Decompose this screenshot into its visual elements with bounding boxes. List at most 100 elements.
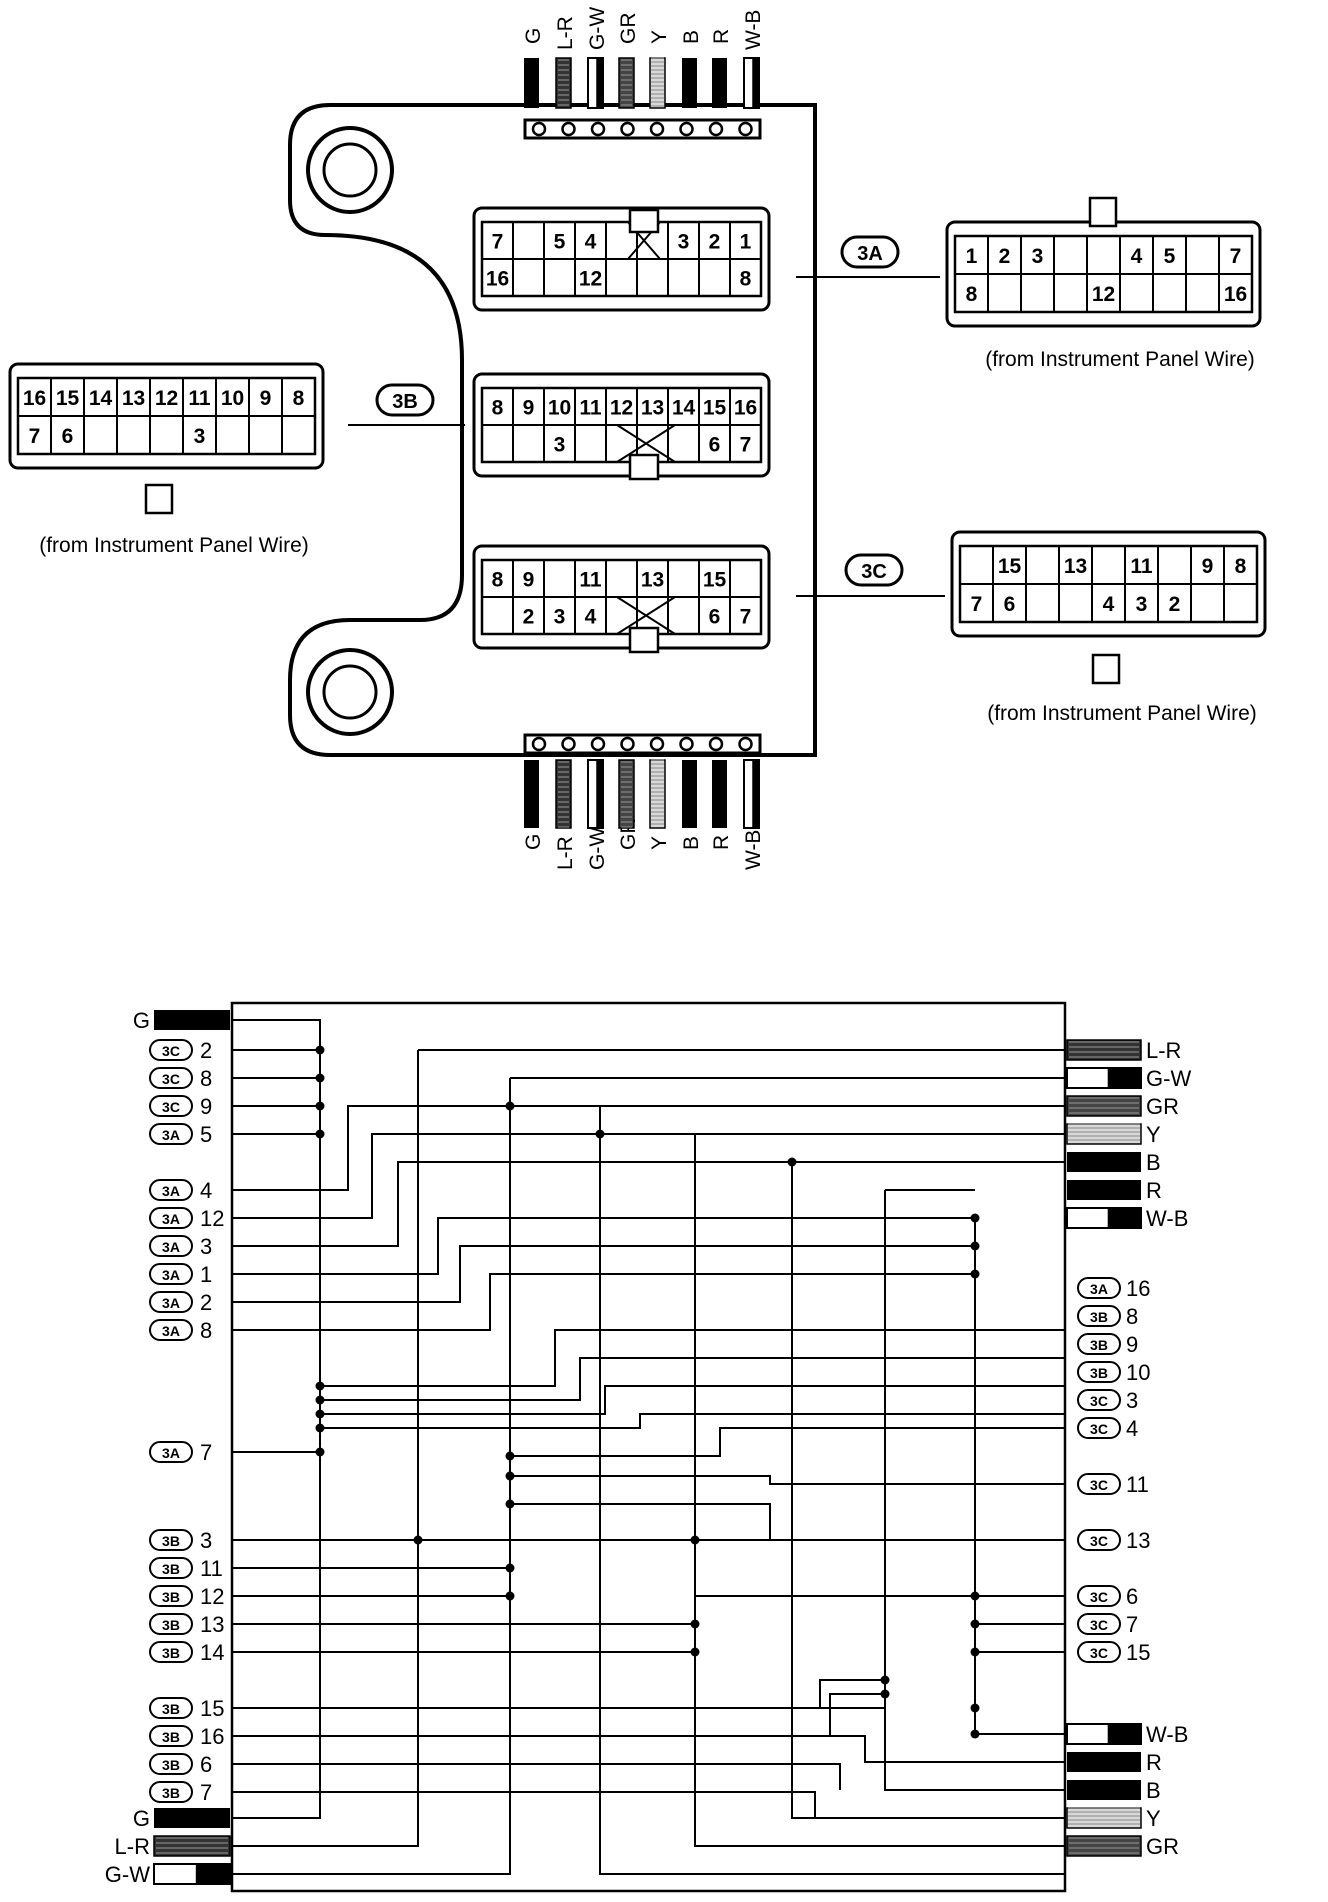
schematic-wire-9 xyxy=(232,1217,975,1275)
right-wire-l-r-0 xyxy=(1066,1039,1142,1061)
block-connector-3c-pin-11: 11 xyxy=(579,569,602,592)
bottom-wire-bundle-gr xyxy=(618,759,635,829)
top-wire-label-b: B xyxy=(680,30,703,44)
svg-text:6: 6 xyxy=(200,1752,212,1777)
tag-3b: 3B xyxy=(375,383,435,417)
junction-dot-28 xyxy=(970,1729,980,1739)
svg-text:3B: 3B xyxy=(162,1729,180,1745)
junction-dot-6 xyxy=(315,1409,325,1419)
left-wire-g-w-23 xyxy=(153,1863,231,1885)
top-terminal-rail xyxy=(523,118,762,140)
svg-text:14: 14 xyxy=(200,1640,224,1665)
plug-connector-3c-pin-3: 3 xyxy=(1136,593,1148,616)
schematic-wire-26 xyxy=(510,1427,1065,1457)
bottom-wire-bundle-r xyxy=(712,760,727,828)
junction-dot-1 xyxy=(315,1073,325,1083)
svg-text:3: 3 xyxy=(200,1528,212,1553)
svg-text:15: 15 xyxy=(1126,1640,1150,1665)
schematic-wire-28 xyxy=(510,1503,1065,1541)
schematic-wire-11 xyxy=(232,1273,975,1331)
svg-text:3B: 3B xyxy=(162,1533,180,1549)
right-wire-r-19 xyxy=(1067,1752,1141,1772)
svg-text:3A: 3A xyxy=(1090,1281,1108,1297)
svg-text:3C: 3C xyxy=(1090,1393,1108,1409)
plug-connector-3a-pin-4: 4 xyxy=(1131,245,1143,268)
junction-dot-20 xyxy=(787,1157,797,1167)
svg-text:3A: 3A xyxy=(162,1239,180,1255)
note-plug-3c: (from Instrument Panel Wire) xyxy=(987,702,1257,725)
svg-text:G: G xyxy=(133,1008,150,1033)
plug-connector-3c-pin-11: 11 xyxy=(1130,555,1153,578)
block-connector-3c-pin-2: 2 xyxy=(523,606,535,629)
bottom-wire-bundle-b xyxy=(682,760,697,828)
plug-connector-3c-pin-6: 6 xyxy=(1004,593,1016,616)
block-connector-3a-pin-1: 1 xyxy=(740,231,752,254)
plug-connector-3c-pin-4: 4 xyxy=(1103,593,1115,616)
svg-text:9: 9 xyxy=(1126,1332,1138,1357)
plug-connector-3b-pin-8: 8 xyxy=(293,387,305,410)
schematic-wire-38 xyxy=(232,1735,1065,1763)
left-terminal-3b-3: 3B 3 xyxy=(149,1528,212,1553)
right-wire-y-21 xyxy=(1066,1807,1142,1829)
schematic-wire-40 xyxy=(232,1791,816,1818)
left-wire-g-0 xyxy=(154,1010,230,1030)
block-connector-3b-pin-11: 11 xyxy=(579,397,602,420)
top-wire-label-y: Y xyxy=(648,30,671,44)
svg-text:GR: GR xyxy=(1146,1094,1179,1119)
right-wire-b-4 xyxy=(1067,1152,1141,1172)
block-connector-3a-pin-5: 5 xyxy=(554,231,566,254)
top-wire-bundle-g-w xyxy=(587,57,604,109)
svg-text:3B: 3B xyxy=(162,1701,180,1717)
block-connector-3b-pin-3: 3 xyxy=(554,434,566,457)
tag-3a: 3A xyxy=(840,235,900,269)
block-connector-3a-pin-2: 2 xyxy=(709,231,721,254)
svg-text:R: R xyxy=(1146,1750,1162,1775)
plug-connector-3a-pin-8: 8 xyxy=(966,283,978,306)
svg-text:W-B: W-B xyxy=(1146,1722,1188,1747)
top-wire-bundle-w-b xyxy=(743,57,760,109)
block-connector-3c-pin-13: 13 xyxy=(641,569,664,592)
right-terminal-gr: GR xyxy=(1066,1094,1179,1119)
plug-connector-3a-pin-2: 2 xyxy=(999,245,1011,268)
svg-text:G: G xyxy=(133,1806,150,1831)
svg-text:3C: 3C xyxy=(162,1099,180,1115)
plug-connector-3c-pin-7: 7 xyxy=(971,593,983,616)
right-terminal-l-r: L-R xyxy=(1066,1038,1181,1063)
right-terminal-y: Y xyxy=(1066,1806,1161,1831)
schematic-wire-25 xyxy=(320,1413,1065,1429)
svg-text:3A: 3A xyxy=(857,243,883,265)
svg-text:4: 4 xyxy=(1126,1416,1138,1441)
svg-text:8: 8 xyxy=(200,1066,212,1091)
block-connector-3b-pin-14: 14 xyxy=(672,397,696,420)
block-connector-3a-pin-7: 7 xyxy=(492,231,504,254)
svg-text:16: 16 xyxy=(200,1724,224,1749)
bottom-terminal-rail xyxy=(523,733,762,755)
svg-text:3B: 3B xyxy=(162,1645,180,1661)
junction-dot-15 xyxy=(413,1535,423,1545)
schematic-wire-39 xyxy=(232,1763,841,1790)
block-connector-3a-pin-12: 12 xyxy=(579,268,602,291)
junction-dot-27 xyxy=(970,1703,980,1713)
bottom-wire-label-g-w: G-W xyxy=(586,827,609,870)
left-terminal-g-w: G-W xyxy=(105,1862,231,1887)
svg-text:Y: Y xyxy=(1146,1122,1161,1147)
right-wire-y-3 xyxy=(1066,1123,1142,1145)
junction-dot-16 xyxy=(595,1129,605,1139)
junction-dot-11 xyxy=(505,1471,515,1481)
top-wire-bundle-l-r xyxy=(555,57,572,109)
right-wire-g-w-1 xyxy=(1066,1067,1142,1089)
plug-connector-3a-pin-3: 3 xyxy=(1032,245,1044,268)
